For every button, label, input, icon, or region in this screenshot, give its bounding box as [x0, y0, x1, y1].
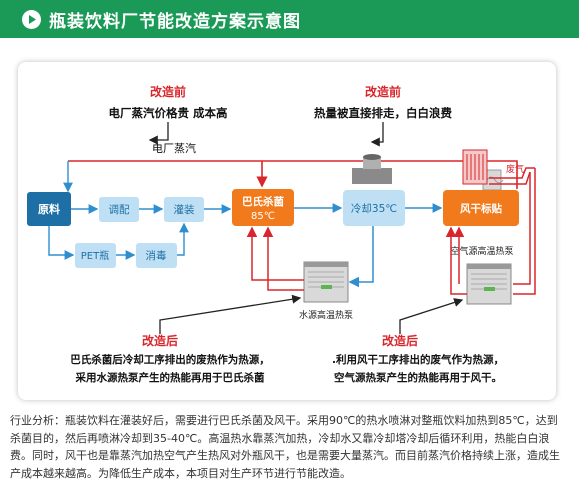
- disinfect-box: [136, 243, 177, 268]
- diagram-panel: [18, 62, 556, 400]
- title-bar: 瓶装饮料厂节能改造方案示意图: [0, 0, 579, 38]
- water-heat-loop: [246, 226, 374, 291]
- water-pump-label: 水源高温热泵: [299, 309, 353, 321]
- cooling-tower: [352, 154, 392, 184]
- mix-box: [99, 197, 139, 222]
- after-text-left-1: 巴氏杀菌后冷却工序排出的废热作为热源，: [70, 353, 270, 366]
- flow-arrows: [48, 203, 443, 260]
- after-label-right: 改造后: [382, 333, 418, 348]
- steam-label: 电厂蒸汽: [152, 141, 196, 155]
- waste-gas-label: 废气: [506, 163, 524, 175]
- disinfect-label: 消毒: [146, 249, 167, 262]
- fill-label: 灌装: [174, 203, 195, 216]
- after-text-right-2: 空气源热泵产生的热能再用于风干。: [334, 371, 502, 384]
- heater-coil: [462, 149, 488, 185]
- after-text-right-1: .利用风干工序排出的废气作为热源，: [332, 353, 504, 366]
- after-label-left: 改造后: [142, 333, 178, 348]
- before-pointer-left: [148, 122, 169, 145]
- steam-line: [68, 160, 518, 189]
- industry-analysis-text: 行业分析：瓶装饮料在灌装好后，需要进行巴氏杀菌及风干。采用90℃的热水喷淋对整瓶…: [10, 414, 560, 480]
- mix-label: 调配: [109, 204, 130, 216]
- before-label-right: 改造前: [365, 84, 401, 99]
- pasteurize-temp: 85℃: [251, 211, 275, 222]
- after-pointer-right: [399, 298, 464, 334]
- raw-material-box: [27, 192, 71, 226]
- fill-box: [164, 197, 204, 222]
- pet-bottle-label: PET瓶: [81, 249, 109, 262]
- process-diagram: 改造前 电厂蒸汽价格贵 成本高 改造前 热量被直接排走，白白浪费 电厂蒸汽 废气…: [27, 84, 536, 384]
- cooling-label: 冷却35℃: [351, 202, 397, 215]
- after-text-left-2: 采用水源热泵产生的热能再用于巴氏杀菌: [75, 371, 265, 384]
- dry-label-box: [443, 190, 519, 226]
- before-text-left: 电厂蒸汽价格贵 成本高: [108, 106, 227, 120]
- page-title: 瓶装饮料厂节能改造方案示意图: [49, 11, 301, 32]
- water-source-heat-pump: [303, 261, 349, 303]
- pasteurize-label: 巴氏杀菌: [242, 195, 284, 208]
- air-pump-label: 空气源高温热泵: [450, 245, 513, 257]
- pet-bottle-box: [75, 243, 116, 268]
- air-heat-loop: [445, 167, 536, 295]
- cooling-box: [343, 190, 405, 226]
- air-source-heat-pump: [466, 263, 512, 305]
- after-pointer-left: [159, 294, 302, 334]
- before-text-right: 热量被直接排走，白白浪费: [314, 106, 452, 120]
- before-label-left: 改造前: [150, 84, 186, 99]
- dry-label-text: 风干标贴: [460, 202, 502, 215]
- before-pointer-right: [370, 122, 384, 147]
- raw-material-label: 原料: [38, 202, 60, 216]
- pasteurize-box: [232, 189, 294, 226]
- play-icon: [22, 9, 41, 29]
